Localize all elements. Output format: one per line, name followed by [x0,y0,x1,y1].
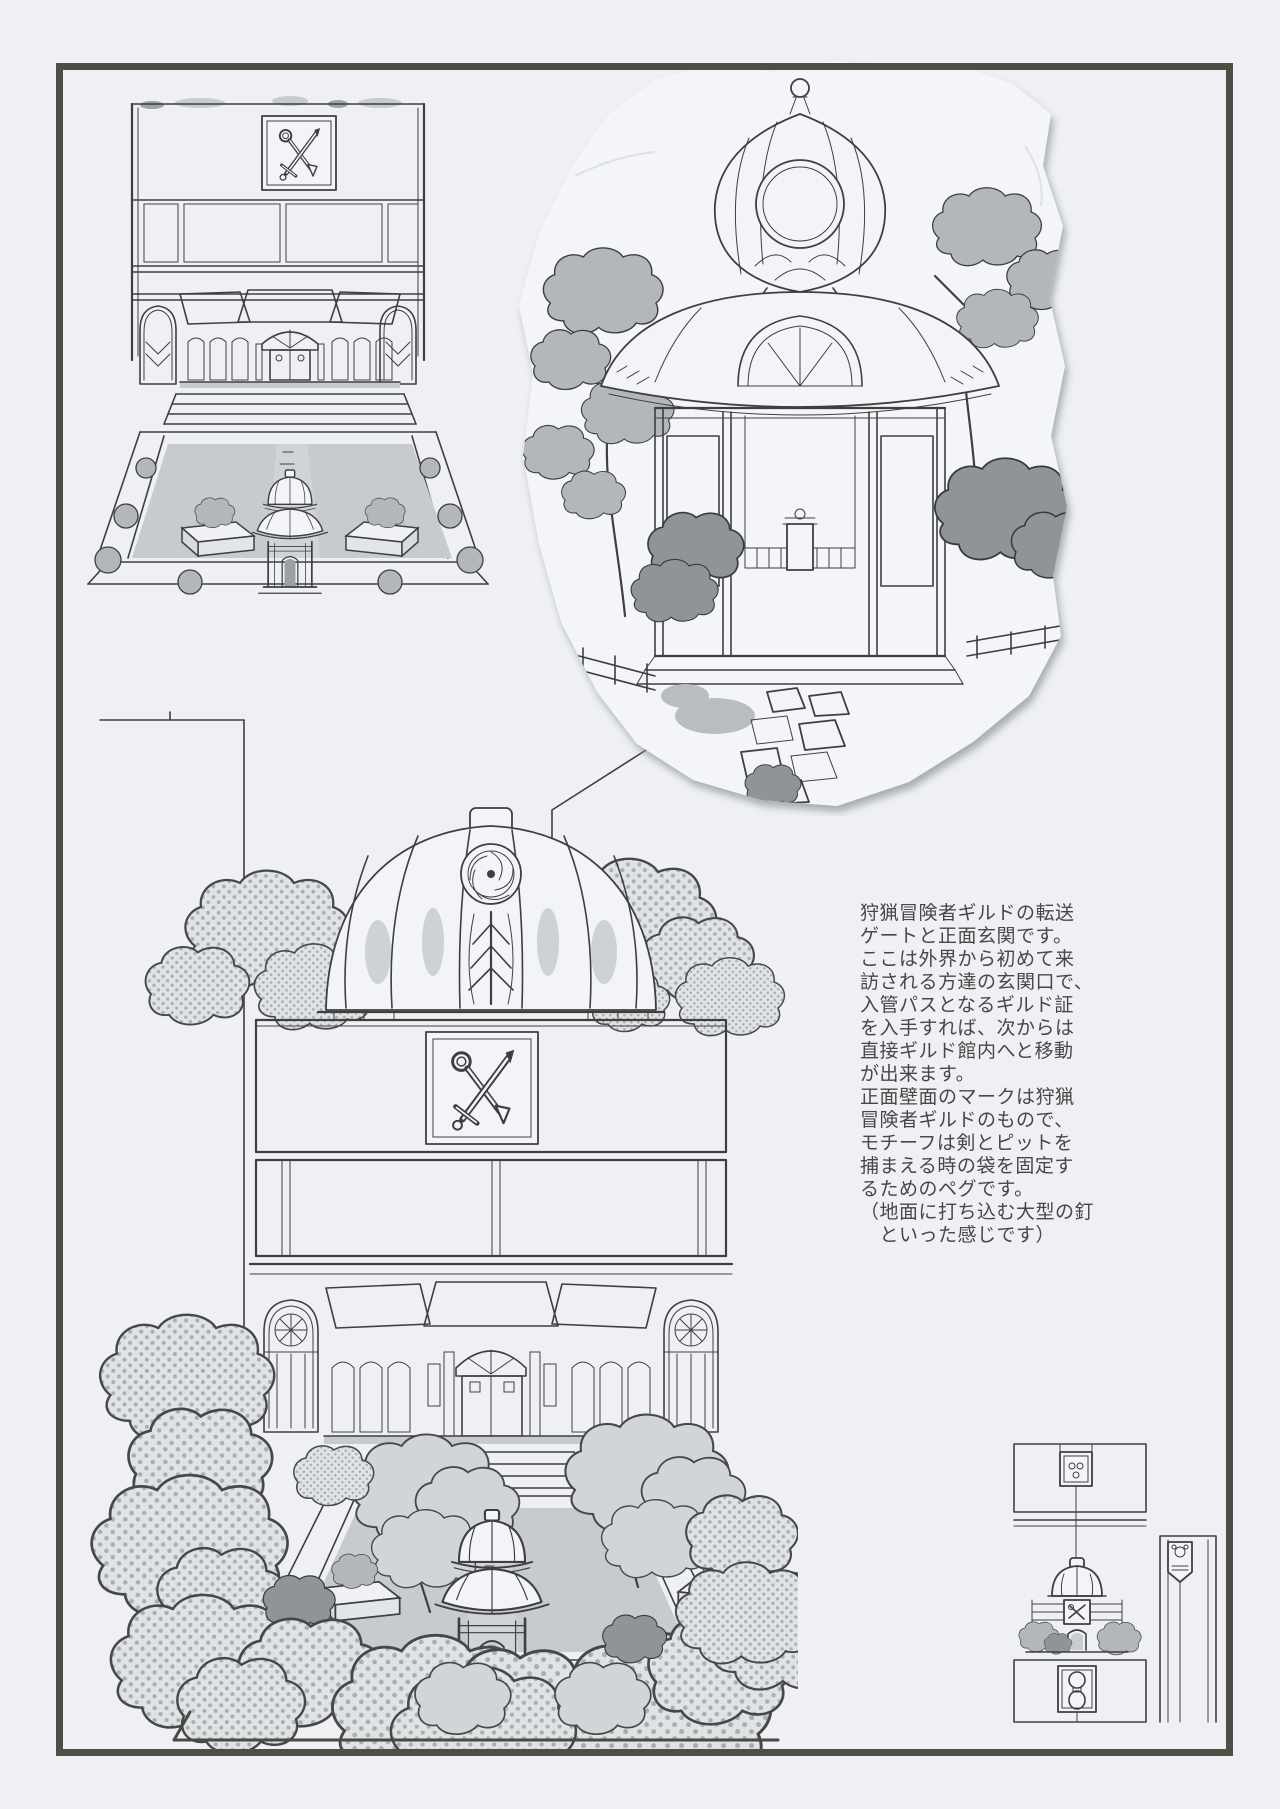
sketch-guild-front-large [78,612,872,1801]
text-line: 入管パスとなるギルド証 [860,995,1074,1016]
sketch-transfer-gate-gazebo [505,56,1105,821]
right-wall-banner [1159,1535,1217,1723]
text-line: モチーフは剣とピットを [860,1133,1074,1154]
text-line: 狩猟冒険者ギルドの転送 [860,903,1075,924]
text-line: （地面に打ち込む大型の釘 [860,1202,1095,1223]
gazebo-structure [600,78,1000,685]
text-line: 直接ギルド館内へと移動 [860,1041,1074,1062]
text-line: るためのペグです。 [860,1179,1034,1200]
lower-facade [263,1281,719,1444]
courtyard-tree-right [564,1413,747,1589]
sketch-wall-detail-mini [1002,1428,1237,1733]
banner-pennant [1167,1541,1193,1583]
transfer-gate-drawing [519,60,1067,806]
pinwheel-medallion [469,851,514,900]
text-line: といった感じです） [860,1225,1056,1246]
text-line: 冒険者ギルドのもので、 [860,1110,1074,1131]
courtyard [87,431,489,595]
guild-front-large-drawing [90,711,872,1801]
round-bushes [94,457,484,595]
text-line: 訪される方達の玄関口で、 [860,972,1094,993]
text-line: ここは外界から初めて来 [860,949,1075,970]
emblem-wall [254,1018,728,1154]
courtyard-tree-left [349,1433,521,1614]
mini-guild-facade [1018,1557,1142,1656]
guild-entrance-courtyard-drawing [87,96,489,595]
text-line: を入手すれば、次からは [860,1018,1075,1039]
rooftop-foliage-smudges [140,96,402,109]
guild-building-facade [130,102,426,388]
text-line: 正面壁面のマークは狩猟 [860,1087,1075,1108]
description-text: 狩猟冒険者ギルドの転送 ゲートと正面玄関です。 ここは外界から初めて来 訪される… [860,902,1190,1247]
entrance-steps [163,393,417,425]
upper-band [248,1158,734,1275]
sketch-guild-entrance-courtyard [80,92,540,602]
base-block [1013,1659,1147,1723]
text-line: が出来ます。 [860,1064,976,1085]
ground-line [172,1710,780,1742]
text-line: ゲートと正面玄関です。 [860,926,1073,947]
main-dome [316,807,666,1021]
text-line: 捕まえる時の袋を固定す [860,1156,1074,1177]
wall-detail-drawing [1013,1443,1217,1723]
